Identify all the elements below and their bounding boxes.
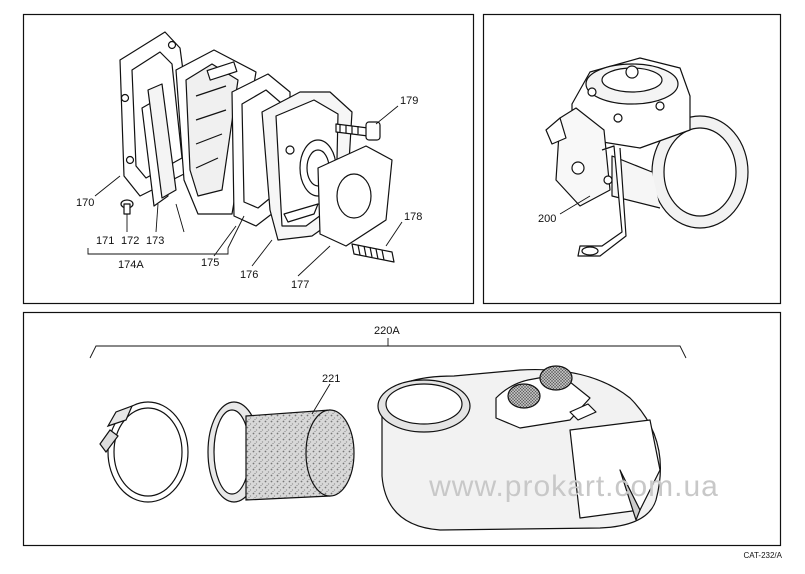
panel-air-filter [22,311,782,547]
reed-valve-exploded-view [119,31,395,263]
label-200: 200 [538,213,556,225]
panel-carburetor [482,13,782,305]
reed-stopper-173 [147,83,177,199]
stud-178 [351,243,395,263]
label-172: 172 [121,235,139,247]
airbox [377,365,662,531]
label-170: 170 [76,197,94,209]
label-175: 175 [201,257,219,269]
bolt-179 [335,121,381,141]
gasket-177 [317,145,393,247]
label-174a: 174A [118,259,144,271]
catalog-code: CAT-232/A [743,551,782,560]
label-179: 179 [400,95,418,107]
panel-reed-valve [22,13,475,305]
label-178: 178 [404,211,422,223]
carburetor-200 [545,57,749,257]
label-220a: 220A [374,325,400,337]
label-171: 171 [96,235,114,247]
foam-filter-221 [207,401,355,503]
leader-200 [559,195,591,215]
hose-clamp [99,401,189,503]
label-221: 221 [322,373,340,385]
label-173: 173 [146,235,164,247]
screw-171 [120,199,134,215]
leader-lines-reed [87,105,403,277]
bracket-220a [89,345,687,359]
label-176: 176 [240,269,258,281]
leader-221 [311,383,331,415]
watermark: www.prokart.com.ua [428,470,719,503]
label-177: 177 [291,279,309,291]
